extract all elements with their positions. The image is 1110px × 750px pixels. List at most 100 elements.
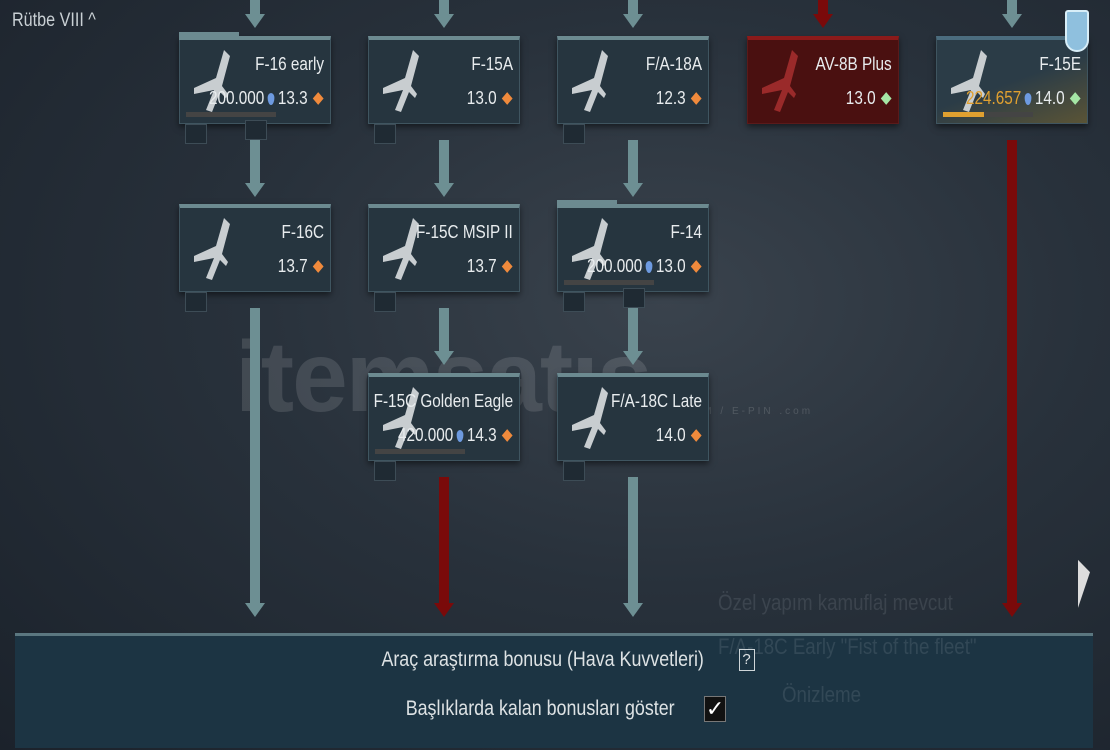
arrow-head-icon xyxy=(623,603,643,617)
crew-slot-icon xyxy=(374,292,396,312)
research-bonus-label: Araç araştırma bonusu (Hava Kuvvetleri) xyxy=(381,648,705,671)
crew-slot-icon xyxy=(374,124,396,144)
connector-line xyxy=(439,0,449,14)
research-points: 420.000 xyxy=(397,425,454,445)
vehicle-card-f14[interactable]: F-14 200.000 13.0 xyxy=(557,204,709,292)
arrow-head-icon xyxy=(1002,14,1022,28)
help-icon[interactable]: ? xyxy=(738,649,755,672)
research-point-icon xyxy=(267,92,275,105)
show-bonus-label: Başlıklarda kalan bonusları göster xyxy=(405,696,675,720)
connector-line xyxy=(628,0,638,14)
aircraft-icon xyxy=(762,50,798,112)
aircraft-icon xyxy=(572,50,608,112)
aircraft-icon xyxy=(194,218,230,280)
connector-line xyxy=(1007,140,1017,603)
rank-diamond-icon xyxy=(690,429,702,442)
arrow-head-icon xyxy=(434,351,454,365)
connector-line xyxy=(628,140,638,183)
connector-line xyxy=(439,308,449,351)
battle-rating: 13.0 xyxy=(655,256,686,276)
research-points: 200.000 xyxy=(586,256,643,276)
aircraft-icon xyxy=(383,387,419,449)
battle-rating: 13.0 xyxy=(466,88,497,108)
group-expand-icon[interactable] xyxy=(245,120,267,140)
crew-slot-icon xyxy=(374,461,396,481)
connector-line xyxy=(439,477,449,603)
arrow-head-icon xyxy=(434,14,454,28)
vehicle-name: F-14 xyxy=(670,222,702,242)
show-bonus-checkbox[interactable]: ✓ xyxy=(704,696,727,722)
vehicle-name: F/A-18C Late xyxy=(610,391,702,411)
arrow-head-icon xyxy=(245,603,265,617)
connector-line xyxy=(250,128,260,183)
mouse-cursor-icon xyxy=(1078,559,1090,613)
battle-rating: 13.7 xyxy=(277,256,308,276)
connector-line xyxy=(628,477,638,603)
connector-line xyxy=(1007,0,1017,14)
connector-line xyxy=(439,140,449,183)
research-progress-bar xyxy=(375,449,465,454)
vehicle-card-fa18a[interactable]: F/A-18A 12.3 xyxy=(557,36,709,124)
arrow-head-icon xyxy=(623,14,643,28)
rank-diamond-icon xyxy=(312,260,324,273)
research-progress-bar xyxy=(186,112,276,117)
aircraft-icon xyxy=(572,218,608,280)
vehicle-card-f16-early[interactable]: F-16 early 200.000 13.3 xyxy=(179,36,331,124)
arrow-head-icon xyxy=(434,183,454,197)
connector-line xyxy=(250,308,260,603)
rank-diamond-icon xyxy=(312,92,324,105)
arrow-head-icon xyxy=(813,14,833,28)
rank-header[interactable]: Rütbe VIII ^ xyxy=(12,10,96,31)
vehicle-name: F-15A xyxy=(471,54,513,74)
hint-lightbulb-icon[interactable] xyxy=(1065,10,1089,52)
rank-diamond-icon xyxy=(501,429,513,442)
preview-button[interactable]: Önizleme xyxy=(782,682,861,707)
crew-slot-icon xyxy=(185,124,207,144)
vehicle-name: F-16 early xyxy=(255,54,324,74)
connector-line xyxy=(628,308,638,351)
arrow-head-icon xyxy=(1002,603,1022,617)
vehicle-name: F-15C Golden Eagle xyxy=(373,391,513,411)
battle-rating: 13.3 xyxy=(277,88,308,108)
group-expand-icon[interactable] xyxy=(623,288,645,308)
battle-rating: 13.0 xyxy=(845,88,876,108)
research-progress-bar xyxy=(564,280,654,285)
connector-line xyxy=(818,0,828,14)
aircraft-icon xyxy=(951,50,987,112)
research-point-icon xyxy=(456,429,464,442)
vehicle-name: F/A-18A xyxy=(645,54,702,74)
crew-slot-icon xyxy=(563,292,585,312)
research-point-icon xyxy=(645,260,653,273)
research-point-icon xyxy=(1024,92,1032,105)
rank-diamond-icon xyxy=(690,260,702,273)
aircraft-icon xyxy=(383,50,419,112)
rank-diamond-icon xyxy=(880,92,892,105)
battle-rating: 12.3 xyxy=(655,88,686,108)
crew-slot-icon xyxy=(563,124,585,144)
folder-tab xyxy=(557,200,617,208)
vehicle-name: AV-8B Plus xyxy=(815,54,892,74)
arrow-head-icon xyxy=(623,351,643,365)
aircraft-icon xyxy=(572,387,608,449)
camo-available-text: Özel yapım kamuflaj mevcut xyxy=(718,590,953,615)
vehicle-card-av8b-plus[interactable]: AV-8B Plus 13.0 xyxy=(747,36,899,124)
vehicle-card-f15a[interactable]: F-15A 13.0 xyxy=(368,36,520,124)
arrow-head-icon xyxy=(434,603,454,617)
vehicle-card-fa18c-late[interactable]: F/A-18C Late 14.0 xyxy=(557,373,709,461)
rank-diamond-icon xyxy=(501,92,513,105)
crew-slot-icon xyxy=(185,292,207,312)
research-points: 224.657 xyxy=(965,88,1022,108)
aircraft-icon xyxy=(194,50,230,112)
battle-rating: 14.0 xyxy=(655,425,686,445)
vehicle-name: F-15C MSIP II xyxy=(416,222,513,242)
connector-line xyxy=(250,0,260,14)
arrow-head-icon xyxy=(623,183,643,197)
arrow-head-icon xyxy=(245,14,265,28)
crew-slot-icon xyxy=(563,461,585,481)
research-points: 200.000 xyxy=(208,88,265,108)
arrow-head-icon xyxy=(245,183,265,197)
